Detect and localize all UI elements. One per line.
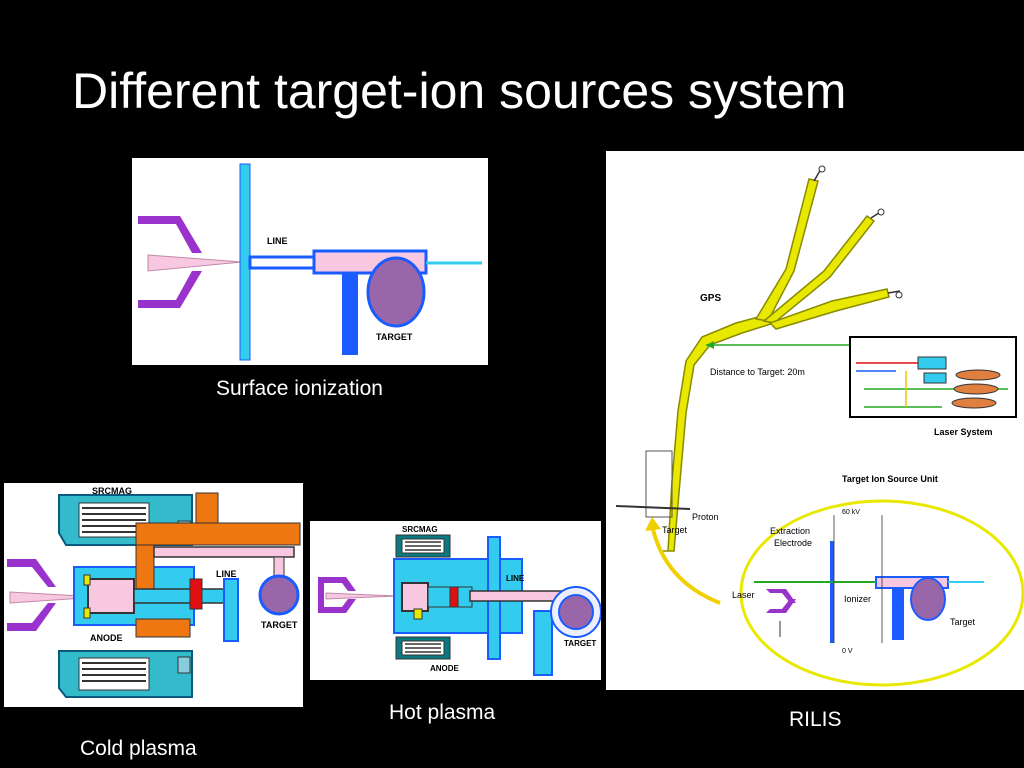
unit-title-label: Target Ion Source Unit: [842, 474, 938, 484]
distance-label: Distance to Target: 20m: [710, 367, 805, 377]
support: [892, 588, 904, 640]
hot-caption: Hot plasma: [389, 701, 496, 724]
target-container: [366, 256, 426, 328]
anode-label: ANODE: [90, 633, 123, 643]
lower-magnet-coil: [395, 636, 451, 660]
target-label: TARGET: [564, 639, 596, 648]
cold-caption: Cold plasma: [80, 737, 197, 760]
support: [533, 610, 553, 676]
anode-label: ANODE: [430, 664, 460, 673]
extraction-electrode: [138, 216, 202, 308]
target-inset-label: Target: [950, 617, 976, 627]
gps-label: GPS: [700, 293, 721, 304]
srcmag-label: SRCMAG: [402, 525, 438, 534]
target-container: [258, 574, 300, 616]
hot-plasma-diagram: SRCMAG LINE ANODE TARGET: [310, 521, 601, 680]
plasma-chamber: [87, 578, 135, 614]
extraction-electrode: [318, 577, 356, 613]
transfer-line: [248, 255, 322, 270]
cold-plasma-diagram: SRCMAG LINE ANODE TARGET: [4, 483, 303, 707]
voltage-0v-label: 0 V: [842, 648, 853, 655]
proton-beam: [615, 505, 691, 510]
target-label: TARGET: [376, 332, 413, 342]
support: [342, 273, 358, 355]
rilis-caption: RILIS: [789, 708, 842, 731]
ion-beam: [9, 591, 100, 604]
ion-beam: [325, 592, 399, 600]
line-label: LINE: [506, 574, 525, 583]
voltage-60kv-label: 60 kV: [842, 509, 860, 516]
ion-beam: [147, 254, 243, 272]
slide-title: Different target-ion sources system: [72, 63, 847, 119]
ionizer-label: Ionizer: [844, 594, 871, 604]
srcmag-label: SRCMAG: [92, 486, 132, 496]
beam-line: [133, 588, 239, 604]
target-container: [910, 577, 946, 621]
zoom-arrow: [650, 524, 721, 605]
target-label: TARGET: [261, 620, 298, 630]
surface-caption: Surface ionization: [216, 377, 383, 400]
plasma-chamber: [401, 582, 429, 612]
extraction-label: Extraction: [770, 526, 810, 536]
transfer-line: [153, 546, 295, 558]
support: [223, 578, 239, 642]
electrode-label: Electrode: [774, 538, 812, 548]
rilis-diagram: GPS Distance to Target: 20m Laser System…: [606, 151, 1024, 690]
line-label: LINE: [216, 569, 237, 579]
laser-system-label: Laser System: [934, 427, 993, 437]
lower-magnet-coil: [58, 650, 193, 698]
line-label: LINE: [267, 236, 288, 246]
upper-magnet-coil: [395, 534, 451, 558]
target-container: [558, 594, 594, 630]
extraction-electrode: [7, 559, 56, 631]
beam-lines: [661, 178, 890, 552]
laser-label: Laser: [732, 590, 755, 600]
surface-ionization-diagram: LINE TARGET: [132, 158, 488, 365]
proton-label: Proton: [692, 512, 719, 522]
target-label: Target: [662, 525, 688, 535]
